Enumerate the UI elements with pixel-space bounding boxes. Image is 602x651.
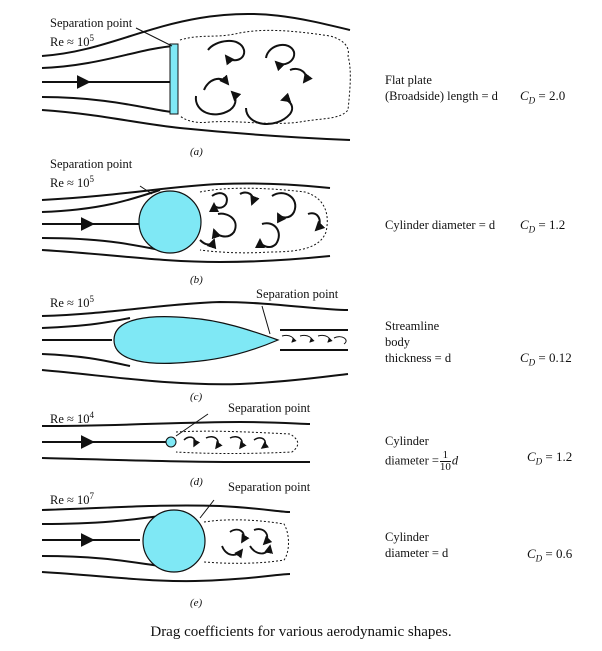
panel-d-cd: CD = 1.2 bbox=[527, 449, 573, 467]
panel-a-label: (a) bbox=[190, 146, 203, 158]
panel-d-wake-boundary bbox=[175, 430, 299, 454]
cylinder-b bbox=[138, 190, 202, 254]
panel-d-sep-leader bbox=[175, 413, 209, 437]
panel-c-cd: CD = 0.12 bbox=[520, 350, 572, 368]
panel-d-re-text: Re ≈ 10 bbox=[50, 412, 90, 427]
figure-caption: Drag coefficients for various aerodynami… bbox=[150, 624, 452, 640]
panel-d-frac-num: 1 bbox=[439, 450, 451, 462]
panel-d-frac-den: 10 bbox=[439, 461, 451, 473]
flat-plate bbox=[169, 43, 179, 115]
panel-e-reynolds: Re ≈ 107 bbox=[50, 489, 94, 508]
panel-c-desc-line2: body bbox=[385, 335, 410, 349]
panel-e-re-text: Re ≈ 10 bbox=[50, 493, 90, 508]
panel-d-vortices bbox=[183, 436, 270, 450]
panel-c-reynolds: Re ≈ 105 bbox=[50, 292, 94, 311]
panel-b-wake-boundary bbox=[199, 187, 328, 254]
panel-b-re-text: Re ≈ 10 bbox=[50, 176, 90, 191]
panel-d-cd-value: = 1.2 bbox=[545, 449, 573, 464]
panel-a-re-exp: 5 bbox=[89, 33, 95, 43]
streamline-body bbox=[113, 316, 280, 364]
panel-c-desc-line3: thickness = d bbox=[385, 351, 452, 365]
panel-a-cd: CD = 2.0 bbox=[520, 88, 566, 106]
panel-b-label: (b) bbox=[190, 274, 203, 286]
panel-c-sep-leader bbox=[261, 305, 271, 335]
panel-e-cd-value: = 0.6 bbox=[545, 546, 573, 561]
panel-c-wake bbox=[281, 335, 347, 345]
panel-d-label: (d) bbox=[190, 476, 203, 488]
panel-e-wake-boundary bbox=[203, 519, 289, 564]
panel-e-separation-label: Separation point bbox=[228, 480, 311, 494]
panel-d-re-exp: 4 bbox=[89, 410, 95, 420]
panel-e-desc-line2: diameter = d bbox=[385, 546, 449, 560]
panel-b-vortices bbox=[199, 191, 326, 250]
cylinder-d bbox=[165, 436, 177, 448]
panel-b-sep-leader bbox=[139, 185, 153, 195]
panel-a-re-text: Re ≈ 10 bbox=[50, 35, 90, 50]
panel-b-cd: CD = 1.2 bbox=[520, 217, 566, 235]
panel-c-re-text: Re ≈ 10 bbox=[50, 296, 90, 311]
panel-c-re-exp: 5 bbox=[89, 294, 95, 304]
panel-b-cd-value: = 1.2 bbox=[538, 217, 566, 232]
panel-d-desc-line1: Cylinder bbox=[385, 434, 429, 448]
panel-a-sep-leader bbox=[135, 27, 173, 47]
panel-b-desc: Cylinder diameter = d bbox=[385, 218, 496, 232]
panel-a-cd-value: = 2.0 bbox=[538, 88, 566, 103]
panel-c-desc-line1: Streamline bbox=[385, 319, 440, 333]
panel-a-vortices bbox=[194, 40, 313, 126]
panel-d-d-var: d bbox=[451, 453, 459, 468]
panel-b-re-exp: 5 bbox=[89, 174, 95, 184]
panel-a-separation-label: Separation point bbox=[50, 16, 133, 30]
panel-c-label: (c) bbox=[190, 391, 203, 403]
panel-a-desc-line1: Flat plate bbox=[385, 73, 432, 87]
panel-e-re-exp: 7 bbox=[89, 491, 95, 501]
panel-e-cd: CD = 0.6 bbox=[527, 546, 573, 564]
panel-b-separation-label: Separation point bbox=[50, 157, 133, 171]
panel-a-wake-boundary bbox=[179, 29, 351, 124]
panel-c-streamlines bbox=[41, 300, 349, 386]
panel-a-desc-line2: (Broadside) length = d bbox=[385, 89, 498, 103]
panel-e-label: (e) bbox=[190, 597, 203, 609]
panel-b-reynolds: Re ≈ 105 bbox=[50, 172, 94, 191]
panel-d-reynolds: Re ≈ 104 bbox=[50, 408, 94, 427]
panel-e-sep-leader bbox=[199, 499, 215, 519]
cylinder-e bbox=[142, 509, 206, 573]
panel-e-vortices bbox=[221, 528, 273, 559]
panel-c-cd-value: = 0.12 bbox=[538, 350, 572, 365]
panel-d-separation-label: Separation point bbox=[228, 401, 311, 415]
panel-c-separation-label: Separation point bbox=[256, 287, 339, 301]
panel-a-reynolds: Re ≈ 105 bbox=[50, 31, 94, 50]
panel-e-desc-line1: Cylinder bbox=[385, 530, 429, 544]
panel-d-diameter-text: diameter = bbox=[385, 453, 439, 468]
